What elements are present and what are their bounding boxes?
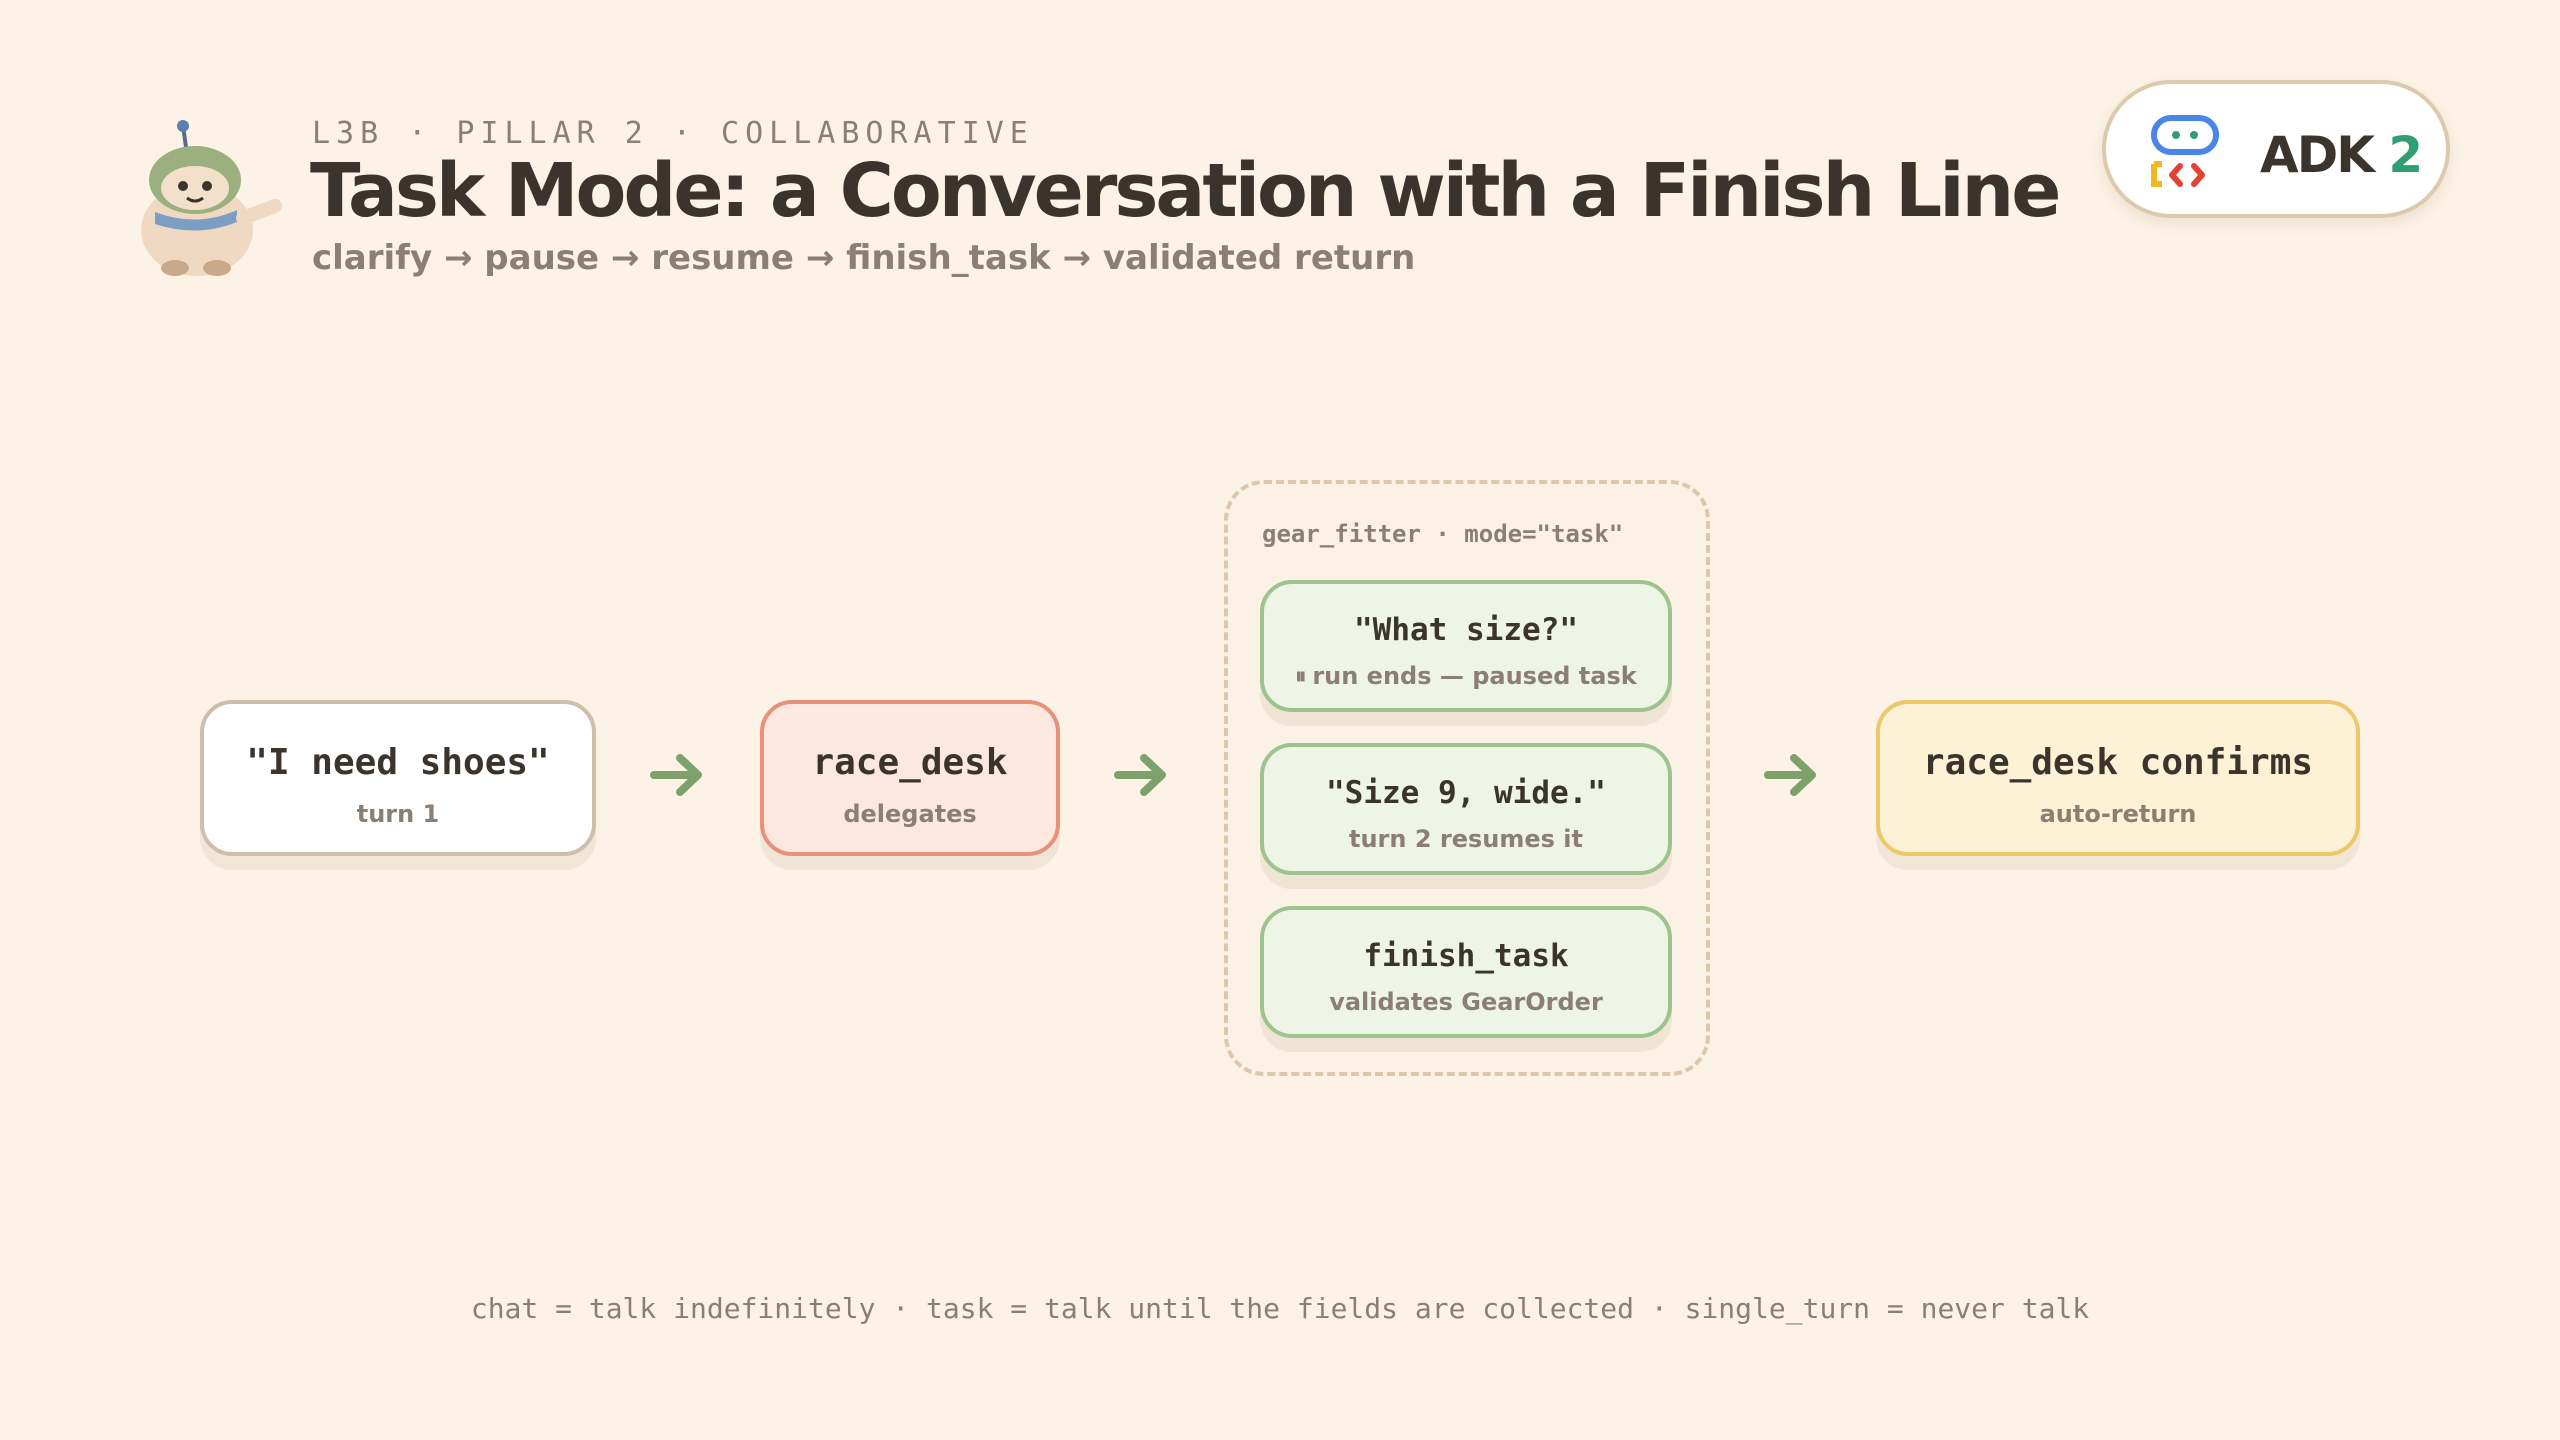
race-desk-confirms-sub: auto-return [2039, 800, 2197, 828]
user-message-node: "I need shoes" turn 1 [200, 700, 596, 856]
task-step-sub: validates GearOrder [1329, 988, 1603, 1016]
task-step-sub: turn 2 resumes it [1349, 825, 1583, 853]
arrow-right-icon [1114, 754, 1166, 796]
adk-badge-label: ADK [2260, 126, 2375, 184]
task-step-label: finish_task [1363, 938, 1569, 974]
adk-badge: ADK 2 [2102, 80, 2450, 218]
race-desk-label: race_desk [812, 742, 1008, 783]
race-desk-confirms-node: race_desk confirms auto-return [1876, 700, 2360, 856]
user-message-label: "I need shoes" [246, 742, 550, 783]
task-step-finish-task: finish_task validates GearOrder [1260, 906, 1672, 1038]
eyebrow-label: L3B · PILLAR 2 · COLLABORATIVE [312, 116, 1034, 151]
adk-badge-text: ADK 2 [2260, 126, 2423, 184]
robot-mascot-icon [141, 120, 282, 276]
adk-logo-icon [2151, 115, 2219, 187]
race-desk-node: race_desk delegates [760, 700, 1060, 856]
task-step-sub: ⏸run ends — paused task [1264, 662, 1668, 690]
page-title: Task Mode: a Conversation with a Finish … [310, 148, 2061, 234]
task-step-label: "What size?" [1354, 612, 1578, 648]
gear-fitter-group-label: gear_fitter · mode="task" [1262, 520, 1624, 548]
page-subtitle: clarify → pause → resume → finish_task →… [312, 238, 1416, 278]
task-step-size-reply: "Size 9, wide." turn 2 resumes it [1260, 743, 1672, 875]
arrow-right-icon [1764, 754, 1816, 796]
user-message-sub: turn 1 [356, 800, 440, 828]
task-step-sub-text: run ends — paused task [1312, 662, 1637, 690]
footer-legend: chat = talk indefinitely · task = talk u… [470, 1292, 2090, 1325]
arrow-right-icon [650, 754, 702, 796]
race-desk-sub: delegates [843, 800, 977, 828]
adk-badge-version: 2 [2388, 126, 2423, 184]
task-step-label: "Size 9, wide." [1326, 775, 1606, 811]
pause-icon: ⏸ [1295, 664, 1307, 689]
task-step-what-size: "What size?" ⏸run ends — paused task [1260, 580, 1672, 712]
race-desk-confirms-label: race_desk confirms [1922, 742, 2314, 783]
